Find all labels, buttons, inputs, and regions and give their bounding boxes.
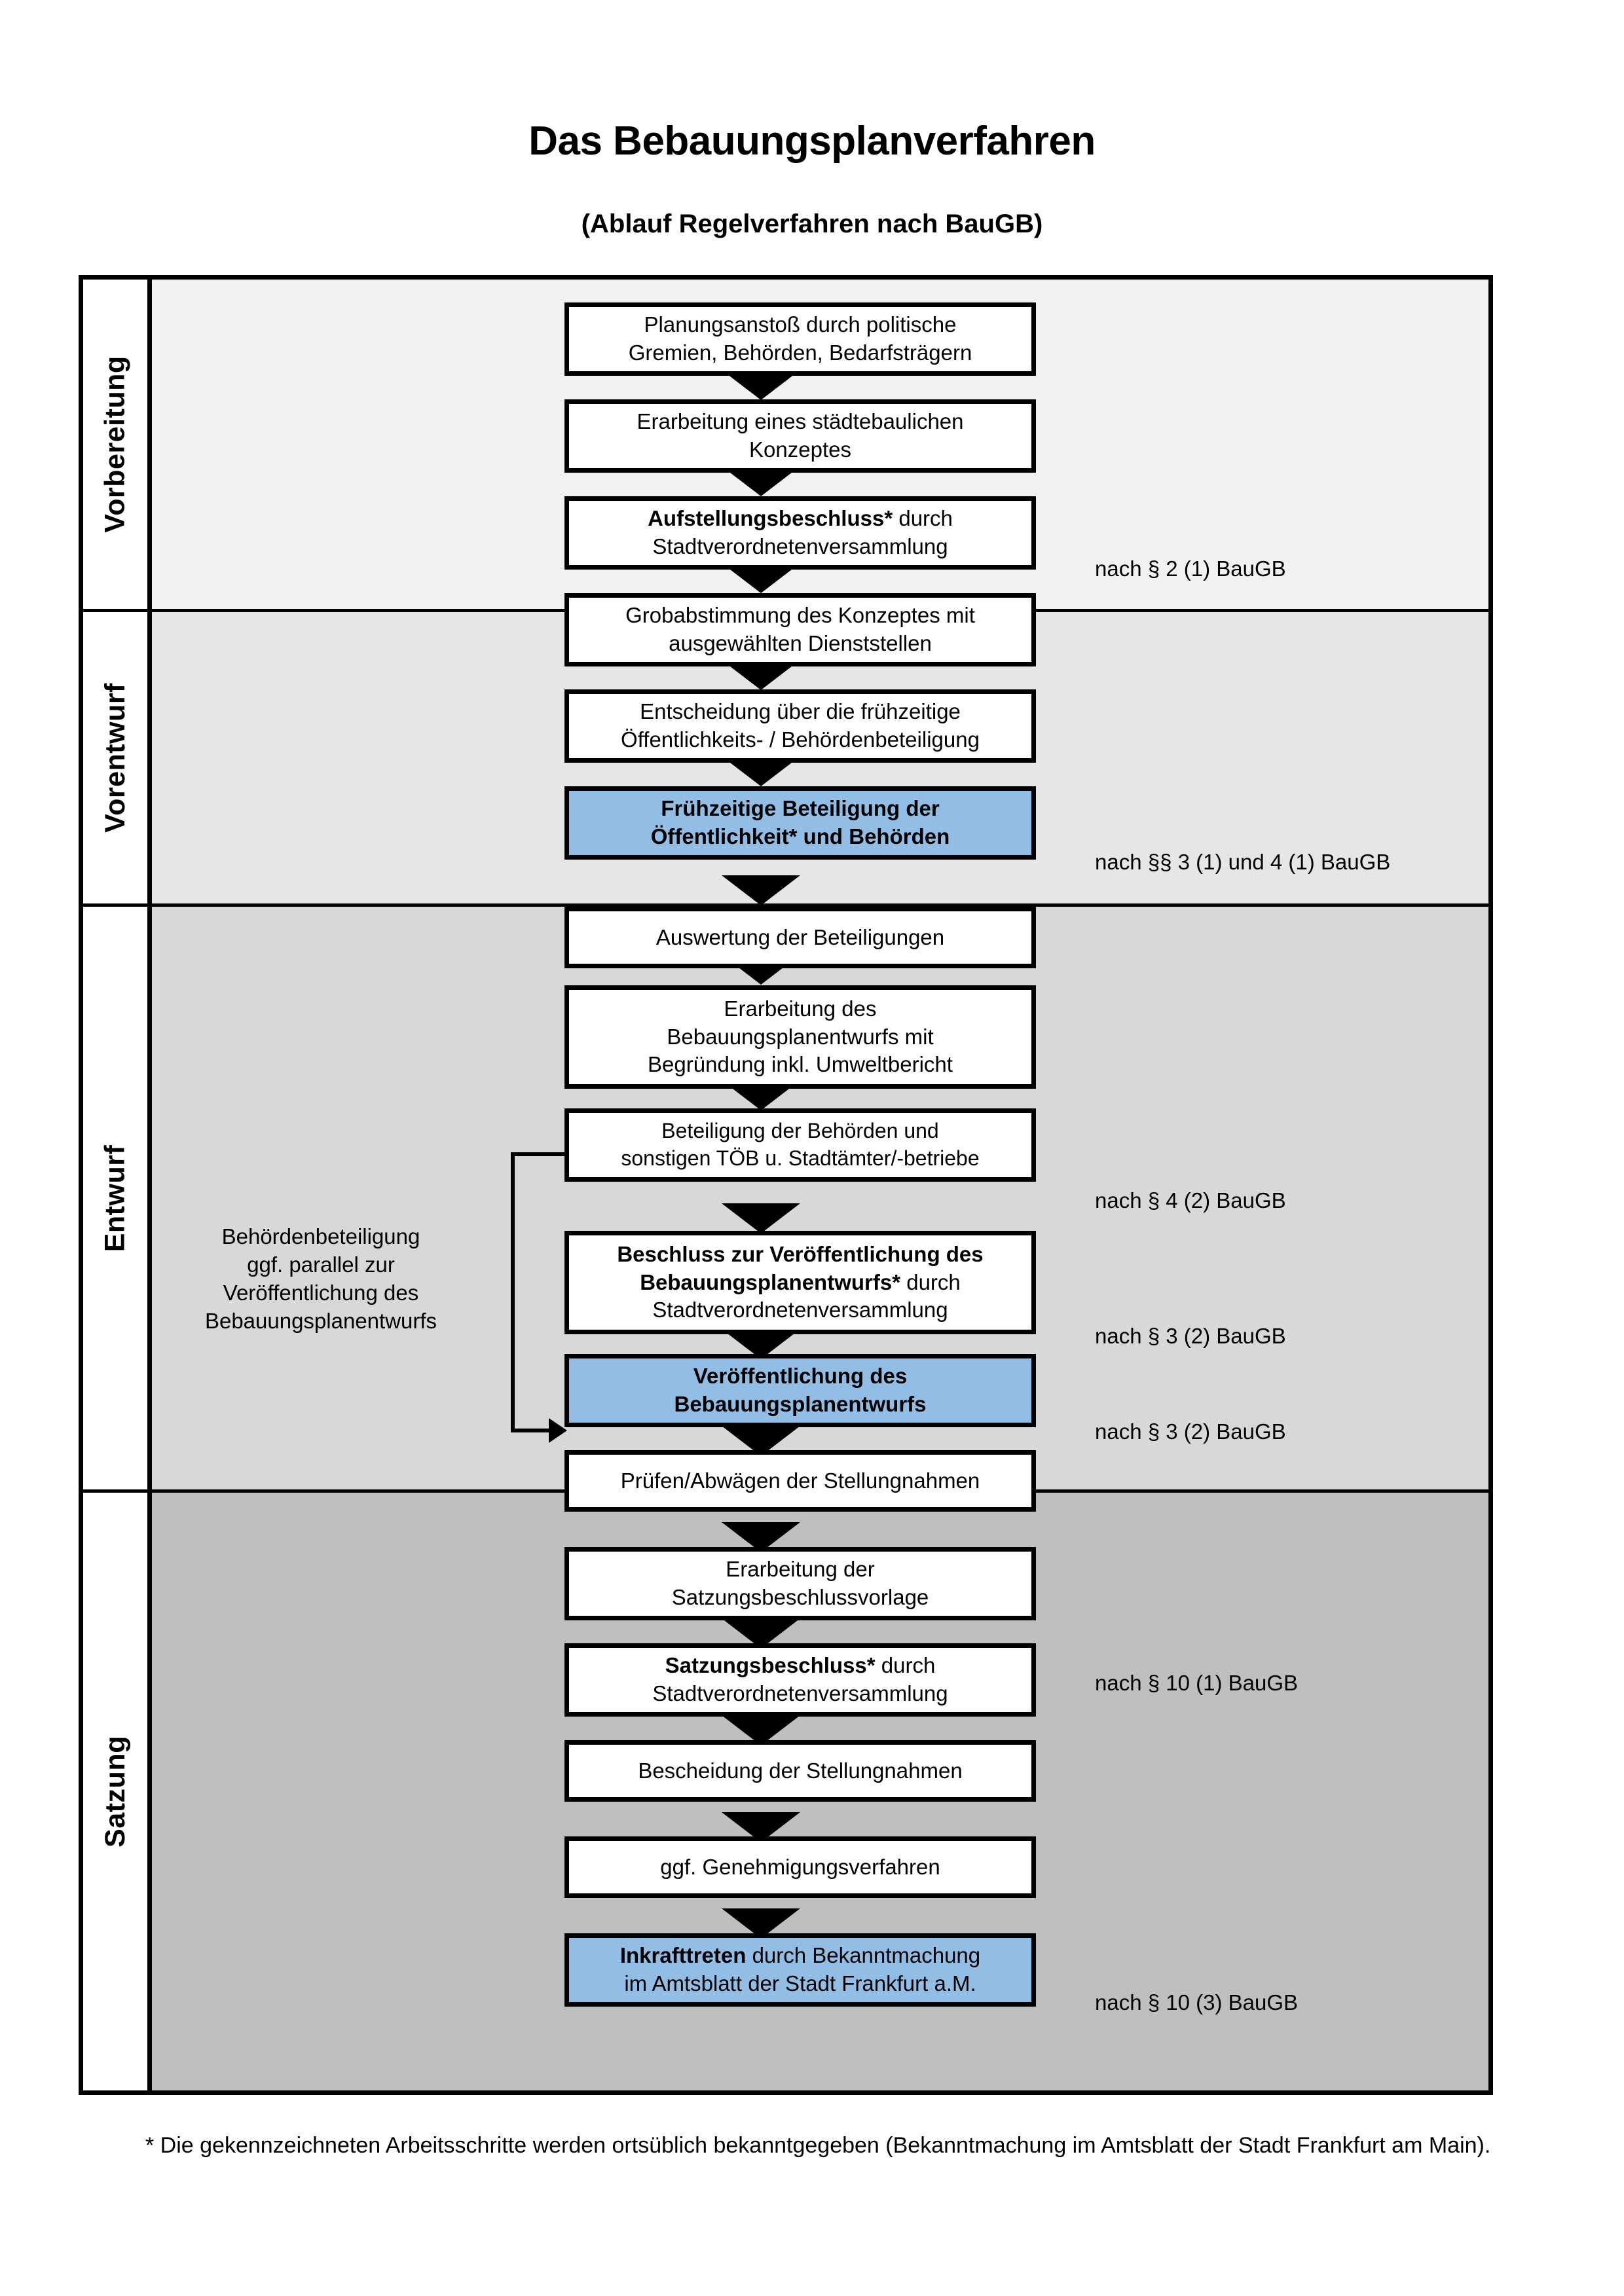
step-line: durch — [900, 1269, 961, 1294]
page-subtitle: (Ablauf Regelverfahren nach BauGB) — [581, 210, 1043, 238]
phase-label-vorbereitung: Vorbereitung — [83, 280, 147, 609]
parallel-connector-arrowhead-icon — [549, 1418, 567, 1443]
legal-reference-inkrafttreten: nach § 10 (3) BauGB — [1095, 1990, 1299, 2014]
phase-label-vorentwurf: Vorentwurf — [83, 612, 147, 903]
step-line: Bebauungsplanentwurfs mit — [667, 1024, 934, 1049]
step-line: Stadtverordnetenversammlung — [652, 1681, 948, 1705]
step-line: Planungsanstoß durch politische — [644, 312, 957, 337]
step-line-bold: Inkrafttreten — [619, 1943, 747, 1968]
legal-reference-veroeffentlichung: nach § 3 (2) BauGB — [1095, 1419, 1286, 1444]
step-line: durch — [875, 1653, 936, 1678]
step-line-bold: Bebauungsplanentwurfs* — [640, 1269, 901, 1294]
diagram-frame — [79, 275, 1493, 2095]
step-line: durch Bekanntmachung — [746, 1943, 981, 1968]
legal-reference-aufstellungsbeschluss: nach § 2 (1) BauGB — [1095, 556, 1286, 581]
step-line: Erarbeitung der — [726, 1557, 875, 1582]
step-line: Öffentlichkeits- / Behördenbeteiligung — [621, 727, 980, 752]
process-box-veroeffentlichung-entwurf[interactable]: Veröffentlichung des Bebauungsplanentwur… — [564, 1354, 1036, 1427]
process-box-beschluss-veroeffentlichung[interactable]: Beschluss zur Veröffentlichung des Bebau… — [564, 1231, 1036, 1334]
step-line: Auswertung der Beteiligungen — [655, 924, 945, 949]
step-line: Stadtverordnetenversammlung — [652, 534, 948, 558]
process-box-beteiligung-behoerden-toeb[interactable]: Beteiligung der Behörden und sonstigen T… — [564, 1108, 1036, 1182]
step-line: Begründung inkl. Umweltbericht — [648, 1052, 953, 1077]
process-box-satzungsbeschluss[interactable]: Satzungsbeschluss* durch Stadtverordnete… — [564, 1643, 1036, 1717]
step-line-bold: Aufstellungsbeschluss* — [648, 506, 893, 531]
process-box-inkrafttreten[interactable]: Inkrafttreten durch Bekanntmachung im Am… — [564, 1933, 1036, 2007]
step-line: Stadtverordnetenversammlung — [652, 1298, 948, 1322]
parallel-process-note: Behördenbeteiligung ggf. parallel zur Ve… — [170, 1223, 471, 1336]
step-line: Konzeptes — [749, 437, 851, 462]
step-line: im Amtsblatt der Stadt Frankfurt a.M. — [624, 1971, 976, 1995]
step-line-bold: Frühzeitige Beteiligung der — [661, 796, 940, 821]
legal-reference-fruehzeitige-beteiligung: nach §§ 3 (1) und 4 (1) BauGB — [1095, 850, 1391, 874]
process-box-grobabstimmung[interactable]: Grobabstimmung des Konzeptes mit ausgewä… — [564, 593, 1036, 666]
parallel-connector-vertical — [511, 1152, 515, 1432]
parallel-note-line: ggf. parallel zur — [247, 1252, 395, 1277]
phase-label-entwurf: Entwurf — [83, 907, 147, 1489]
phase-label-column-divider — [147, 275, 152, 2095]
step-line: Entscheidung über die frühzeitige — [640, 699, 961, 724]
step-line-bold: Satzungsbeschluss* — [665, 1653, 876, 1678]
step-line: Bescheidung der Stellungnahmen — [638, 1758, 963, 1783]
legal-reference-satzungsbeschluss: nach § 10 (1) BauGB — [1095, 1671, 1299, 1695]
step-line: durch — [893, 506, 953, 531]
process-box-erarbeitung-satzungsvorlage[interactable]: Erarbeitung der Satzungsbeschlussvorlage — [564, 1547, 1036, 1620]
step-line: Erarbeitung des — [724, 996, 877, 1021]
process-box-fruehzeitige-beteiligung[interactable]: Frühzeitige Beteiligung der Öffentlichke… — [564, 786, 1036, 860]
step-line: Beteiligung der Behörden und — [661, 1119, 939, 1143]
step-line: Prüfen/Abwägen der Stellungnahmen — [620, 1468, 980, 1493]
parallel-connector-bottom-segment — [511, 1429, 551, 1432]
process-box-pruefen-abwaegen[interactable]: Prüfen/Abwägen der Stellungnahmen — [564, 1450, 1036, 1512]
process-box-aufstellungsbeschluss[interactable]: Aufstellungsbeschluss* durch Stadtverord… — [564, 496, 1036, 570]
parallel-note-line: Bebauungsplanentwurfs — [204, 1308, 437, 1333]
step-line: Erarbeitung eines städtebaulichen — [637, 409, 964, 434]
step-line-bold: Öffentlichkeit* und Behörden — [650, 824, 950, 848]
step-line: ausgewählten Dienststellen — [669, 631, 932, 655]
phase-separator-2 — [79, 903, 1493, 907]
phase-label-text: Entwurf — [99, 1144, 131, 1252]
legal-reference-beschluss-veroeffentlichung: nach § 3 (2) BauGB — [1095, 1324, 1286, 1348]
step-line-bold: Bebauungsplanentwurfs — [674, 1392, 927, 1416]
process-box-auswertung-beteiligungen[interactable]: Auswertung der Beteiligungen — [564, 907, 1036, 968]
page-title: Das Bebauungsplanverfahren — [528, 118, 1096, 164]
step-line-bold: Beschluss zur Veröffentlichung des — [617, 1241, 984, 1266]
phase-label-text: Vorbereitung — [99, 355, 131, 533]
step-line: Gremien, Behörden, Bedarfsträgern — [628, 340, 972, 365]
parallel-note-line: Veröffentlichung des — [223, 1280, 419, 1305]
process-box-bescheidung-stellungnahmen[interactable]: Bescheidung der Stellungnahmen — [564, 1740, 1036, 1802]
process-box-entscheidung-fruehzeitige-beteiligung[interactable]: Entscheidung über die frühzeitige Öffent… — [564, 689, 1036, 763]
process-box-erarbeitung-bebauungsplanentwurf[interactable]: Erarbeitung des Bebauungsplanentwurfs mi… — [564, 985, 1036, 1089]
legal-reference-behoerdenbeteiligung: nach § 4 (2) BauGB — [1095, 1188, 1286, 1212]
step-line: Satzungsbeschlussvorlage — [671, 1585, 929, 1609]
step-line-bold: Veröffentlichung des — [693, 1364, 908, 1389]
parallel-note-line: Behördenbeteiligung — [221, 1224, 420, 1248]
step-line: sonstigen TÖB u. Stadtämter/-betriebe — [621, 1146, 980, 1170]
process-box-staedtebauliches-konzept[interactable]: Erarbeitung eines städtebaulichen Konzep… — [564, 399, 1036, 473]
footnote-text: * Die gekennzeichneten Arbeitsschritte w… — [145, 2133, 1491, 2158]
step-line: ggf. Genehmigungsverfahren — [660, 1854, 940, 1879]
step-line: Grobabstimmung des Konzeptes mit — [625, 603, 975, 628]
process-box-genehmigungsverfahren[interactable]: ggf. Genehmigungsverfahren — [564, 1836, 1036, 1898]
phase-label-satzung: Satzung — [83, 1493, 147, 2090]
parallel-connector-top-segment — [511, 1152, 566, 1156]
phase-label-text: Vorentwurf — [99, 683, 131, 833]
process-box-planungsanstoss[interactable]: Planungsanstoß durch politische Gremien,… — [564, 302, 1036, 376]
phase-label-text: Satzung — [99, 1736, 131, 1848]
